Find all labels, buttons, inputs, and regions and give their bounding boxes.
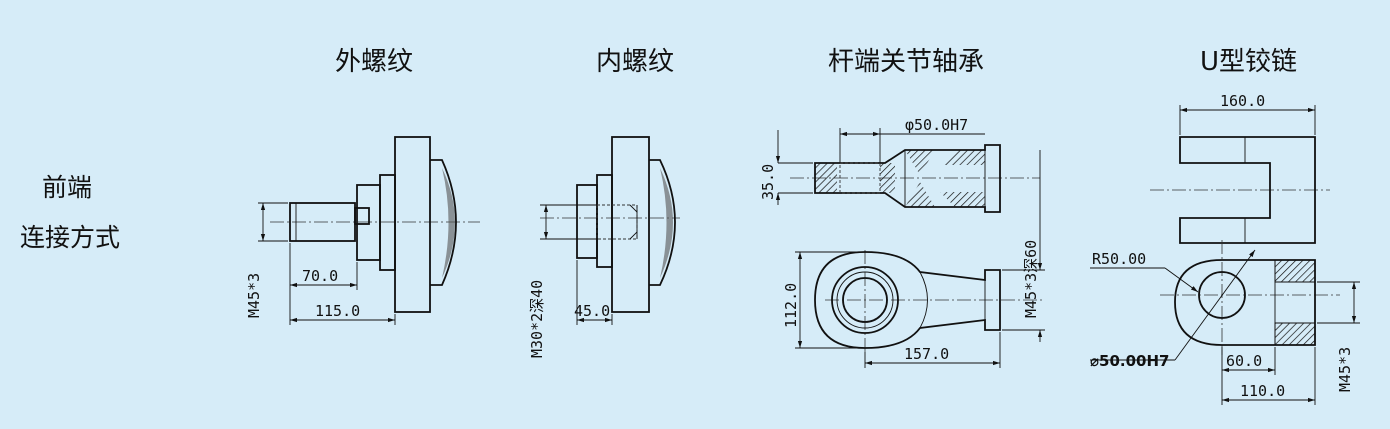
dim-rod-height: 35.0 <box>759 164 777 200</box>
dim-u-width: 160.0 <box>1220 92 1265 110</box>
dim-rod-thread-spec: M45*3深60 <box>1022 240 1040 318</box>
dim-u-radius: R50.00 <box>1092 250 1146 268</box>
external-thread-drawing: M45*3 70.0 115.0 <box>245 136 480 325</box>
side-label-line1: 前端 <box>42 173 92 202</box>
title-external-thread: 外螺纹 <box>335 47 413 77</box>
dim-u-len-b: 110.0 <box>1240 382 1285 400</box>
dim-rod-len: 157.0 <box>904 345 949 363</box>
dim-int-len: 45.0 <box>574 302 610 320</box>
dim-ext-len-b: 115.0 <box>315 302 360 320</box>
u-hinge-top-drawing: 160.0 <box>1150 92 1330 244</box>
title-internal-thread: 内螺纹 <box>596 47 674 77</box>
rod-end-front-drawing: 112.0 157.0 M45*3深60 <box>782 150 1045 368</box>
dim-u-bore: ⌀50.00H7 <box>1090 352 1169 370</box>
u-hinge-side-drawing: R50.00 ⌀50.00H7 60.0 110.0 M45*3 <box>1090 240 1360 405</box>
dim-int-thread-spec: M30*2深40 <box>528 280 546 358</box>
side-label-line2: 连接方式 <box>20 223 120 252</box>
dim-rod-bore: φ50.0H7 <box>905 116 968 134</box>
title-rod-end-bearing: 杆端关节轴承 <box>828 47 984 77</box>
dim-ext-len-a: 70.0 <box>302 267 338 285</box>
internal-thread-drawing: M30*2深40 45.0 <box>528 136 680 358</box>
rod-end-side-drawing: 35.0 φ50.0H7 <box>759 116 1040 213</box>
title-u-hinge: U型铰链 <box>1200 47 1297 77</box>
dim-u-thread-spec: M45*3 <box>1336 347 1354 392</box>
dim-rod-eye: 112.0 <box>782 283 800 328</box>
dim-u-len-a: 60.0 <box>1226 352 1262 370</box>
dim-ext-thread-spec: M45*3 <box>245 273 263 318</box>
